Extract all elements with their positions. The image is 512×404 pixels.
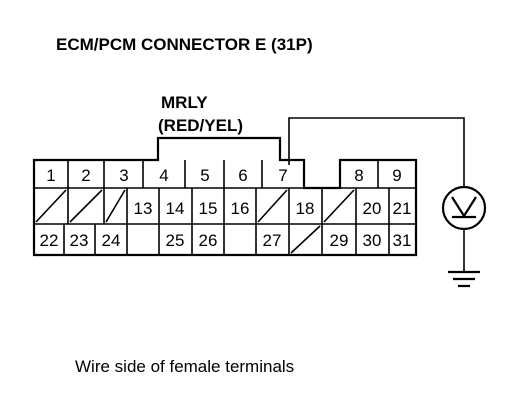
pin-label: 7 — [278, 166, 287, 185]
pin-label: 6 — [238, 166, 247, 185]
wire-name-label: MRLY — [161, 93, 208, 112]
pin-label: 2 — [81, 166, 90, 185]
empty-cavity — [257, 189, 288, 223]
pin-label: 4 — [159, 166, 168, 185]
voltmeter-icon — [441, 185, 487, 231]
connector-outline — [32, 136, 418, 257]
empty-cavity — [69, 189, 103, 223]
pin-label: 3 — [119, 166, 128, 185]
pin-label: 29 — [330, 231, 349, 250]
pin-label: 23 — [70, 231, 89, 250]
pin-label: 25 — [166, 231, 185, 250]
diagram-title: ECM/PCM CONNECTOR E (31P) — [56, 35, 313, 54]
diagram-caption: Wire side of female terminals — [75, 357, 294, 376]
pin-label: 1 — [46, 166, 55, 185]
empty-cavities — [35, 189, 355, 254]
pin-label: 14 — [166, 199, 185, 218]
pin-label: 30 — [363, 231, 382, 250]
pin-label: 21 — [393, 199, 412, 218]
probe-wire — [288, 117, 465, 186]
empty-cavity — [35, 189, 67, 223]
ground-icon — [448, 270, 480, 288]
pin-label: 5 — [200, 166, 209, 185]
pin-label: 22 — [40, 231, 59, 250]
wire-color-label: (RED/YEL) — [158, 116, 243, 135]
pin-label: 15 — [199, 199, 218, 218]
connector-grid — [34, 160, 416, 255]
pin-label: 20 — [363, 199, 382, 218]
pin-label: 8 — [354, 166, 363, 185]
pin-label: 24 — [102, 231, 121, 250]
pin-label: 9 — [392, 166, 401, 185]
empty-cavity — [290, 225, 321, 254]
empty-cavity — [105, 189, 126, 223]
pin-label: 27 — [263, 231, 282, 250]
pin-label: 13 — [134, 199, 153, 218]
pin-label: 26 — [199, 231, 218, 250]
pin-label: 16 — [231, 199, 250, 218]
pin-label: 31 — [393, 231, 412, 250]
empty-cavity — [323, 189, 355, 223]
pin-label: 18 — [296, 199, 315, 218]
